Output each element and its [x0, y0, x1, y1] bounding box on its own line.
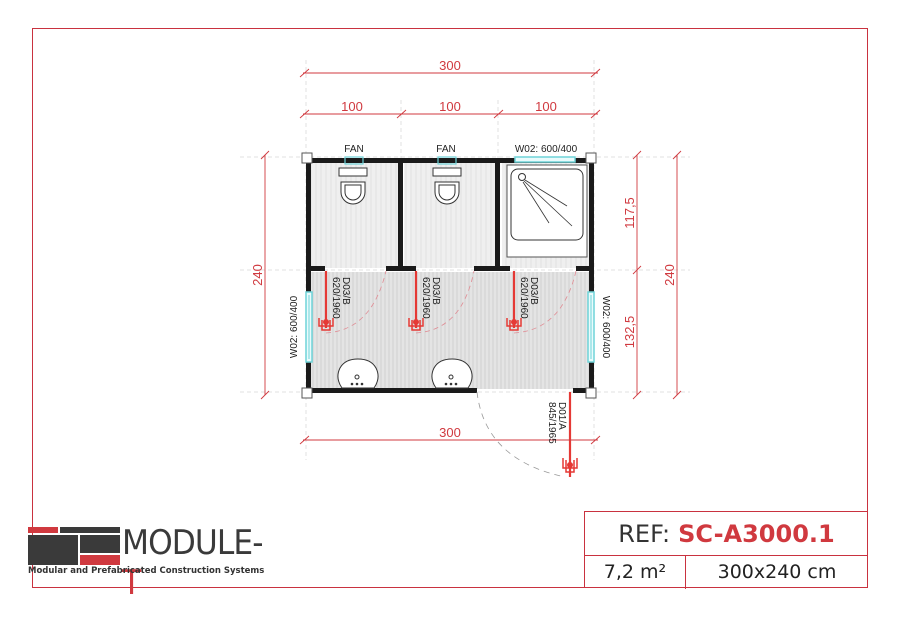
- dim-left-total: 240: [250, 264, 265, 286]
- area-value: 7,2 m²: [585, 555, 686, 589]
- dim-top-seg-1: 100: [341, 99, 363, 114]
- dim-right-total: 240: [662, 264, 677, 286]
- window-right-label: W02: 600/400: [600, 296, 611, 359]
- corner-columns: [301, 152, 597, 399]
- ref-code: SC-A3000.1: [678, 519, 835, 548]
- dim-bottom-total: 300: [439, 425, 461, 440]
- dim-right-seg-2: 132,5: [622, 316, 637, 349]
- door-1-type: D03/B: [340, 277, 351, 305]
- door-1-size: 620/1960: [330, 277, 341, 319]
- fan-icon: [437, 156, 457, 165]
- toilet-icon: [432, 167, 462, 205]
- sheet-frame: [32, 28, 868, 588]
- ref-label: REF:: [618, 519, 671, 548]
- entry-door-swing: [476, 391, 578, 478]
- door-swing-3: [506, 270, 577, 334]
- washbasin-icon: [337, 358, 379, 389]
- washbasin-icon: [431, 358, 473, 389]
- reference-row: REF: SC-A3000.1: [585, 512, 868, 556]
- door-swing-1: [318, 270, 387, 334]
- entry-door-size: 845/1965: [546, 402, 557, 444]
- dim-top-seg-2: 100: [439, 99, 461, 114]
- logo-tagline: Modular and Prefabricated Construction S…: [28, 566, 265, 576]
- entry-door-type: D01/A: [556, 402, 567, 430]
- dim-right-seg-1: 117,5: [622, 197, 637, 229]
- toilet-icon: [338, 167, 368, 205]
- door-3-size: 620/1960: [518, 277, 529, 319]
- dim-top-total: 300: [439, 58, 461, 73]
- company-logo: MODULE-T Modular and Prefabricated Const…: [28, 523, 288, 603]
- dim-top-seg-3: 100: [535, 99, 557, 114]
- size-value: 300x240 cm: [717, 561, 837, 583]
- door-3-type: D03/B: [528, 277, 539, 305]
- window-top-label: W02: 600/400: [515, 144, 578, 155]
- window-top: [514, 156, 576, 163]
- walls: [306, 158, 594, 393]
- info-row: 7,2 m² 300x240 cm: [585, 555, 868, 589]
- dimension-lines: [260, 68, 682, 445]
- window-right: [587, 291, 595, 363]
- window-left: [305, 291, 313, 363]
- fan-label-1: FAN: [344, 144, 363, 155]
- logo-mark-icon: [28, 527, 120, 565]
- toilet-2-floor: [404, 162, 496, 268]
- logo-wordmark: MODULE-T: [122, 523, 261, 603]
- fan-icon: [344, 156, 364, 165]
- door-2-size: 620/1960: [420, 277, 431, 319]
- door-swing-2: [408, 270, 475, 334]
- title-block: REF: SC-A3000.1 7,2 m² 300x240 cm: [584, 511, 868, 589]
- window-left-label: W02: 600/400: [289, 295, 300, 358]
- toilet-1-floor: [310, 162, 400, 268]
- fan-label-2: FAN: [436, 144, 455, 155]
- shower-icon: [506, 164, 588, 258]
- door-2-type: D03/B: [430, 277, 441, 305]
